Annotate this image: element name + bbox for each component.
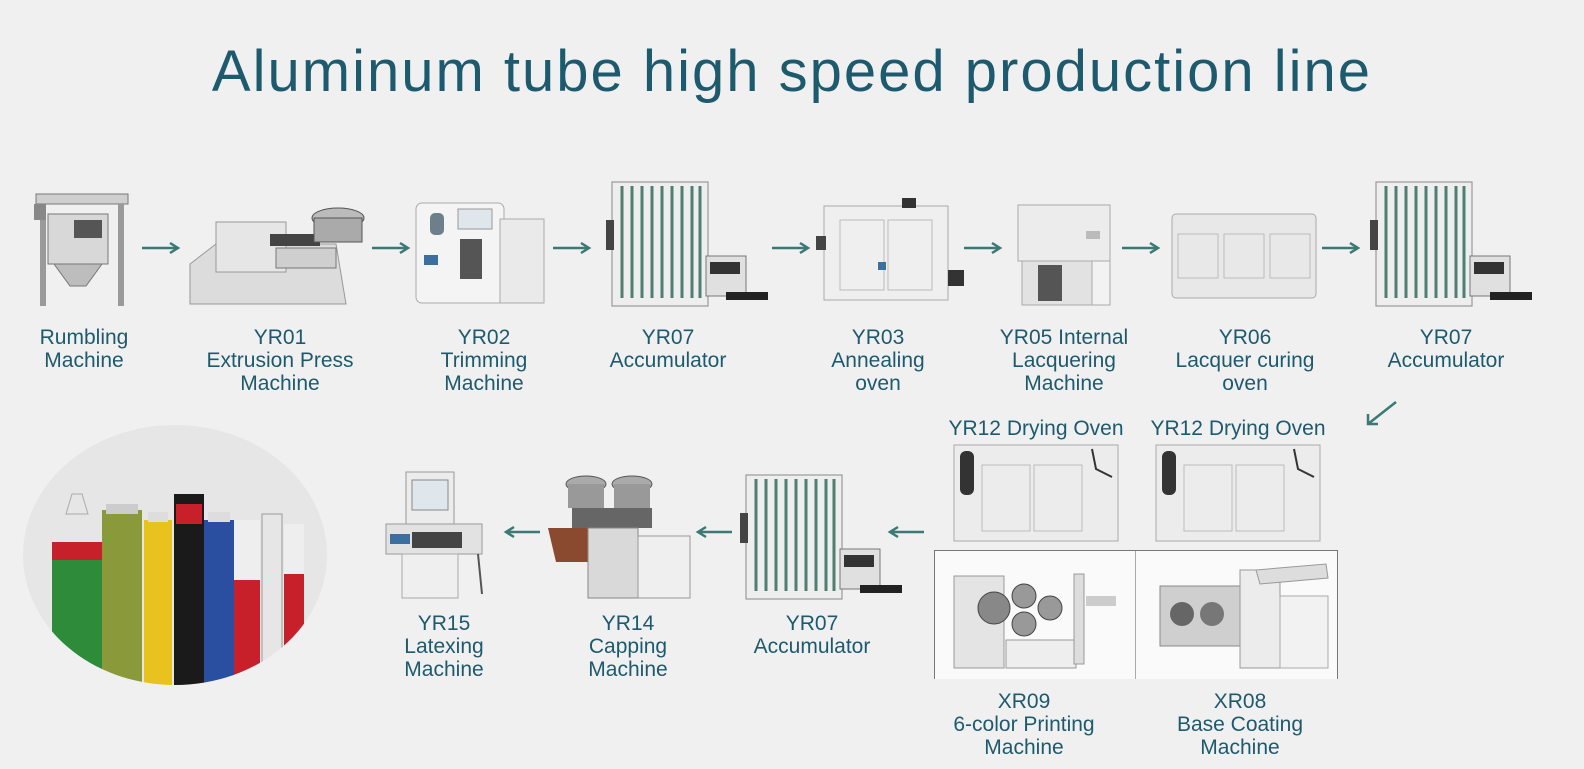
arrow-right-icon [142,241,181,255]
arrow-left-icon [695,525,732,539]
arrow-right-icon [553,241,592,255]
extrusion-press-icon [189,207,365,305]
curing-oven-icon [1171,213,1317,299]
aluminum-tubes-product-image [23,425,327,685]
step-label-yr12-a: YR12 Drying Oven [948,417,1124,440]
arrow-left-icon [887,525,924,539]
printing-machine-icon [953,573,1116,669]
drying-oven-icon [953,444,1119,542]
capping-machine-icon [548,475,691,599]
arrow-down-left-icon [1366,401,1397,426]
accumulator-icon [740,474,902,600]
accumulator-icon [606,181,768,307]
annealing-oven-icon [816,198,964,301]
coating-machine-icon [1159,563,1329,669]
latexing-machine-icon [385,471,483,599]
drying-oven-icon [1155,444,1321,542]
arrow-right-icon [772,241,811,255]
page-title: Aluminum tube high speed production line [211,39,1373,104]
arrow-left-icon [503,525,540,539]
rumbling-machine-icon [34,193,129,306]
trimming-machine-icon [415,202,545,304]
arrow-right-icon [372,241,411,255]
accumulator-icon [1370,181,1532,307]
step-label-yr12-b: YR12 Drying Oven [1150,417,1326,440]
arrow-right-icon [1122,241,1161,255]
arrow-right-icon [964,241,1003,255]
arrow-right-icon [1322,241,1361,255]
lacquering-machine-icon [1017,204,1111,306]
